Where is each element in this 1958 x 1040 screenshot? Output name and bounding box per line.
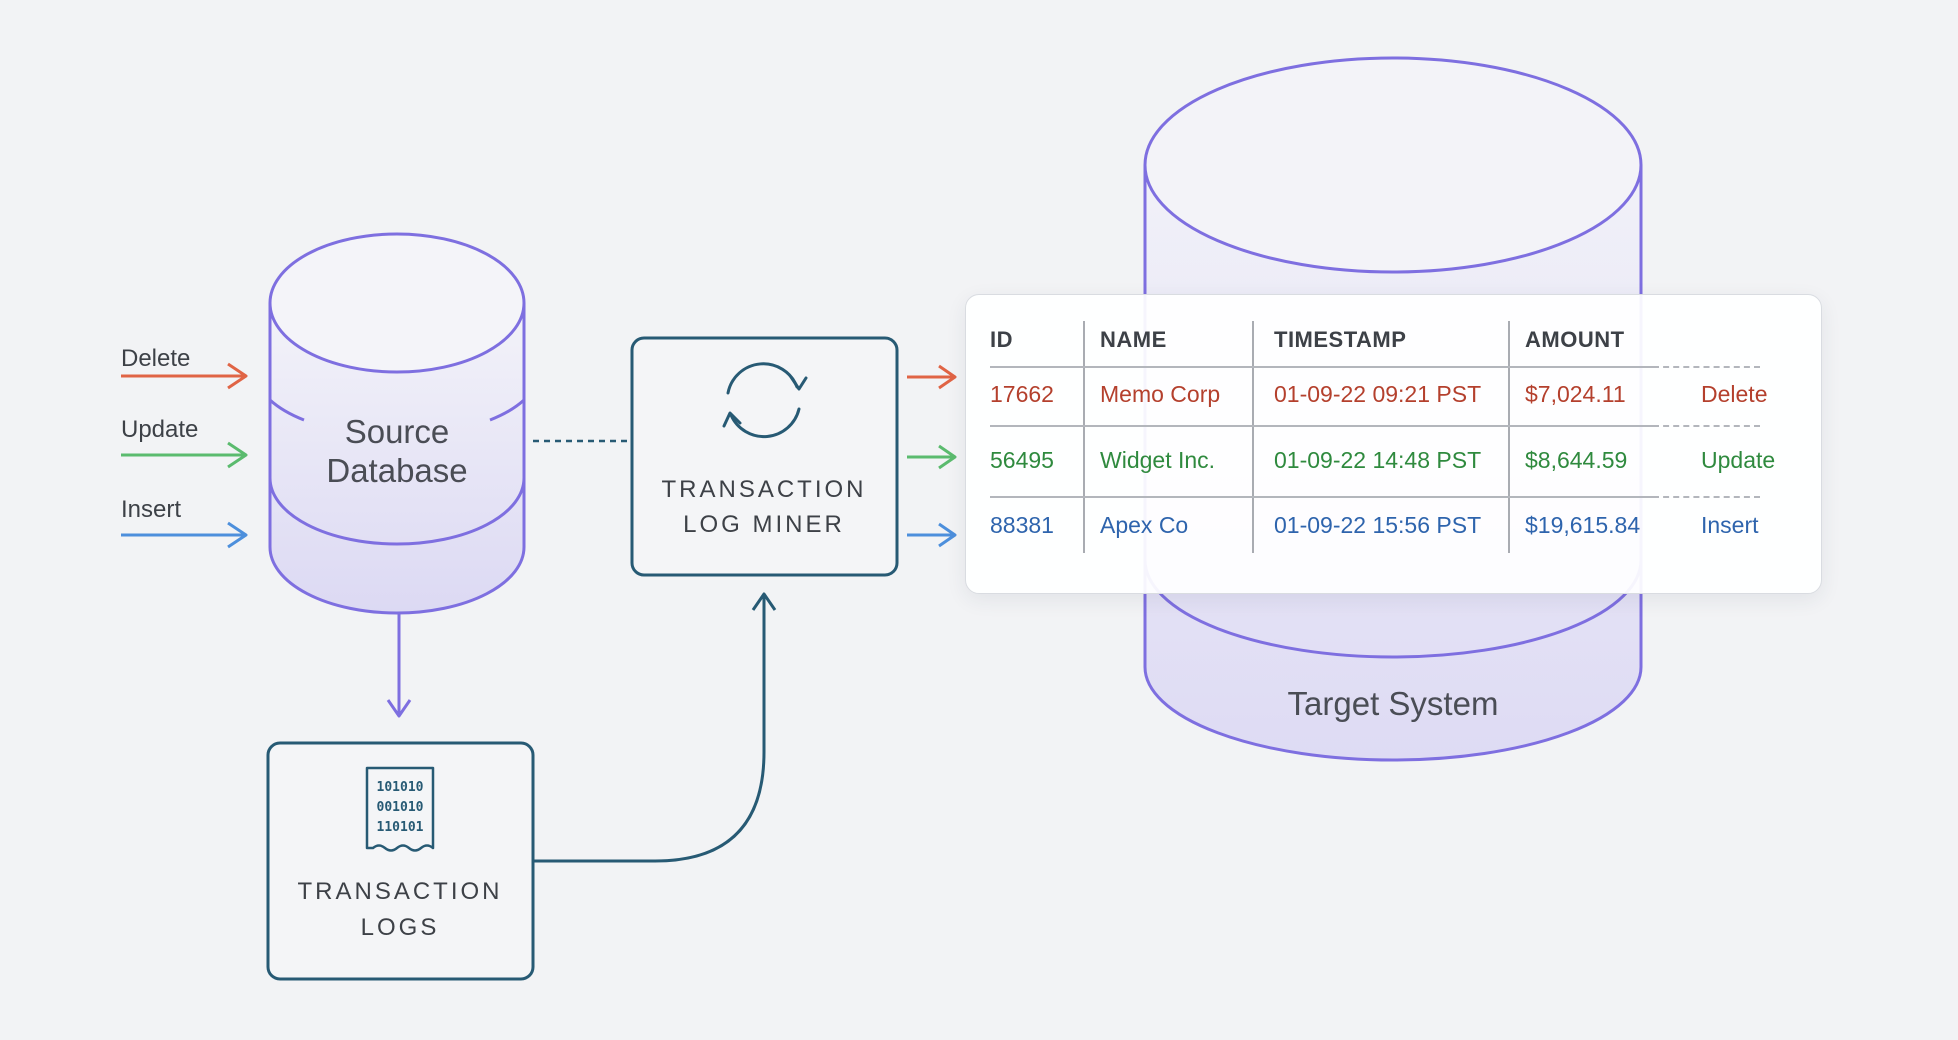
row-name: Widget Inc. [1100,447,1216,473]
column-header-amount: AMOUNT [1525,327,1625,352]
source-database-cylinder: Source Database [268,232,526,615]
row-amount: $19,615.84 [1525,512,1641,538]
source-database-label-line2: Database [326,452,467,489]
delete-op-label: Delete [121,345,190,372]
delete-output-arrow [907,364,957,390]
log-miner-label-line2: LOG MINER [683,511,845,538]
column-divider [1252,321,1254,553]
update-output-arrow [907,444,957,470]
binary-line-1: 101010 [377,780,424,795]
refresh-icon [722,362,808,439]
row-name: Memo Corp [1100,381,1221,407]
log-miner-label-line1: TRANSACTION [661,476,866,503]
row-divider-dashed [1653,366,1760,368]
row-timestamp: 01-09-22 14:48 PST [1274,447,1482,473]
update-arrow [121,441,248,469]
target-system-label: Target System [1288,685,1499,722]
row-divider [990,366,1653,368]
row-timestamp: 01-09-22 15:56 PST [1274,512,1482,538]
row-amount: $7,024.11 [1525,381,1626,407]
row-operation: Update [1701,447,1776,473]
binary-line-2: 001010 [377,800,424,815]
column-header-id: ID [990,327,1013,352]
db-to-logs-arrow [386,614,412,718]
column-divider [1508,321,1510,553]
row-operation: Insert [1701,512,1759,538]
row-id: 17662 [990,381,1054,407]
operation-inputs: Delete Update Insert [121,345,248,549]
row-operation: Delete [1701,381,1768,407]
row-divider [990,425,1653,427]
insert-arrow [121,521,248,549]
row-divider [990,496,1653,498]
update-op-label: Update [121,416,198,443]
transaction-logs-box: 101010 001010 110101 TRANSACTION LOGS [266,741,535,981]
transaction-logs-label-line2: LOGS [361,914,440,941]
column-divider [1083,321,1085,553]
row-name: Apex Co [1100,512,1189,538]
change-table-card: ID NAME TIMESTAMP AMOUNT 17662 Memo Corp… [965,294,1822,594]
insert-op-label: Insert [121,496,181,523]
row-divider-dashed [1653,425,1760,427]
delete-arrow [121,362,248,390]
row-timestamp: 01-09-22 09:21 PST [1274,381,1482,407]
binary-line-3: 110101 [377,820,424,835]
column-header-name: NAME [1100,327,1167,352]
binary-document-icon: 101010 001010 110101 [365,766,435,852]
transaction-log-miner-box: TRANSACTION LOG MINER [630,336,899,577]
insert-output-arrow [907,522,957,548]
row-id: 56495 [990,447,1054,473]
column-header-timestamp: TIMESTAMP [1274,327,1407,352]
row-id: 88381 [990,512,1054,538]
row-amount: $8,644.59 [1525,447,1628,473]
row-divider-dashed [1653,496,1760,498]
output-arrows [907,364,957,548]
logs-to-miner-arrow [533,592,777,863]
source-database-label-line1: Source [345,413,450,450]
transaction-logs-label-line1: TRANSACTION [297,878,502,905]
